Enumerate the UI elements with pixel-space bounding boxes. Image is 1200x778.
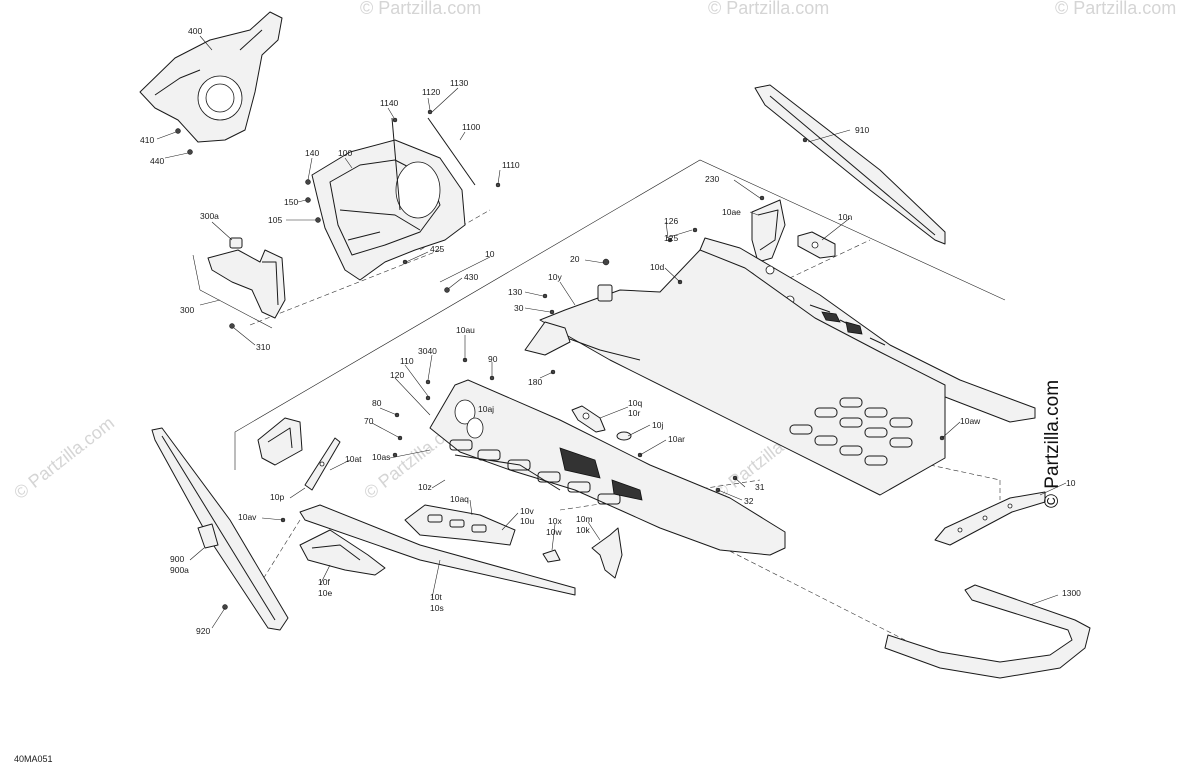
watermark: © Partzilla.com — [708, 0, 829, 18]
part-label-10f: 10f — [318, 577, 330, 587]
part-label-10u: 10u — [520, 516, 534, 526]
part-label-31: 31 — [755, 482, 765, 492]
part-label-10s: 10s — [430, 603, 444, 613]
part-label-10y: 10y — [548, 272, 562, 282]
part-label-140: 140 — [305, 148, 319, 158]
part-label-10v: 10v — [520, 506, 534, 516]
part-label-10p: 10p — [270, 492, 284, 502]
tunnel-heat-slots — [789, 397, 913, 466]
bracket-10m — [591, 527, 623, 579]
part-label-70: 70 — [364, 416, 374, 426]
bracket-10p — [257, 417, 303, 466]
part-label-10d: 10d — [650, 262, 664, 272]
tunnel-rail-910 — [754, 84, 946, 245]
part-label-10: 10 — [485, 249, 495, 259]
part-label-440: 440 — [150, 156, 164, 166]
watermark: © Partzilla.com — [360, 0, 481, 18]
part-label-230: 230 — [705, 174, 719, 184]
watermark: © Partzilla.com — [1055, 0, 1176, 18]
part-label-10aj: 10aj — [478, 404, 494, 414]
part-label-900: 900 — [170, 554, 184, 564]
clip-10x — [542, 549, 561, 563]
part-labels: 400 410 440 1140 1120 1130 1100 1110 140… — [140, 26, 1081, 636]
part-label-10av: 10av — [238, 512, 257, 522]
part-label-10ae: 10ae — [722, 207, 741, 217]
part-label-1130: 1130 — [450, 78, 469, 88]
part-label-110: 110 — [400, 356, 414, 366]
tunnel-side-left — [429, 379, 786, 556]
part-label-32: 32 — [744, 496, 754, 506]
leader-lines — [156, 35, 1067, 629]
part-label-10e: 10e — [318, 588, 332, 598]
part-label-10q: 10q — [628, 398, 642, 408]
part-label-30: 30 — [514, 303, 524, 313]
part-label-10j: 10j — [652, 420, 663, 430]
part-label-3040: 3040 — [418, 346, 437, 356]
part-label-10k: 10k — [576, 525, 590, 535]
part-label-105: 105 — [268, 215, 282, 225]
part-label-10m: 10m — [576, 514, 593, 524]
part-label-10n: 10n — [838, 212, 852, 222]
part-label-1300: 1300 — [1062, 588, 1081, 598]
trim-strip-10t — [299, 504, 576, 596]
part-label-900a: 900a — [170, 565, 189, 575]
part-label-10w: 10w — [546, 527, 562, 537]
part-label-126: 126 — [664, 216, 678, 226]
front-frame-100 — [305, 109, 501, 293]
part-label-300a: 300a — [200, 211, 219, 221]
part-label-10ar: 10ar — [668, 434, 685, 444]
part-label-100: 100 — [338, 148, 352, 158]
part-label-1140: 1140 — [380, 98, 399, 108]
part-label-125: 125 — [664, 233, 678, 243]
bracket-10f — [299, 529, 386, 576]
part-label-425: 425 — [430, 244, 444, 254]
part-label-10as: 10as — [372, 452, 390, 462]
part-label-10-rear: 10 — [1066, 478, 1076, 488]
part-label-10au: 10au — [456, 325, 475, 335]
brand-mark: © Partzilla.com — [1042, 380, 1063, 508]
part-label-920: 920 — [196, 626, 210, 636]
rear-bracket-10 — [934, 491, 1046, 546]
bracket-10j — [616, 431, 632, 441]
bracket-300 — [207, 237, 286, 329]
bracket-10ae — [751, 199, 786, 263]
part-label-10r: 10r — [628, 408, 640, 418]
part-label-1110: 1110 — [502, 160, 520, 170]
part-label-10t: 10t — [430, 592, 442, 602]
part-label-10aw: 10aw — [960, 416, 981, 426]
part-label-150: 150 — [284, 197, 298, 207]
bracket-10q — [571, 405, 606, 433]
front-bulkhead-400 — [139, 11, 283, 155]
part-label-300: 300 — [180, 305, 194, 315]
bracket-10n — [797, 231, 836, 259]
part-label-120: 120 — [390, 370, 404, 380]
part-label-10z: 10z — [418, 482, 432, 492]
part-label-20: 20 — [570, 254, 580, 264]
rear-bumper-1300 — [884, 584, 1091, 679]
part-label-1100: 1100 — [462, 122, 481, 132]
part-label-1120: 1120 — [422, 87, 441, 97]
side-rail-900 — [151, 427, 289, 631]
part-label-10aq: 10aq — [450, 494, 469, 504]
diagram-reference-code: 40MA051 — [14, 754, 53, 764]
part-label-10x: 10x — [548, 516, 562, 526]
part-label-10at: 10at — [345, 454, 362, 464]
part-label-410: 410 — [140, 135, 154, 145]
bracket-10at — [304, 437, 341, 491]
part-label-310: 310 — [256, 342, 270, 352]
tunnel-side-cutouts — [449, 439, 621, 505]
part-label-400: 400 — [188, 26, 202, 36]
part-label-130: 130 — [508, 287, 522, 297]
part-label-910: 910 — [855, 125, 869, 135]
part-label-90: 90 — [488, 354, 498, 364]
watermark: © Partzilla.com — [10, 413, 118, 503]
part-label-180: 180 — [528, 377, 542, 387]
part-label-430: 430 — [464, 272, 478, 282]
part-label-80: 80 — [372, 398, 382, 408]
bracket-10aq — [404, 504, 516, 546]
tunnel-top-panel — [524, 249, 946, 496]
